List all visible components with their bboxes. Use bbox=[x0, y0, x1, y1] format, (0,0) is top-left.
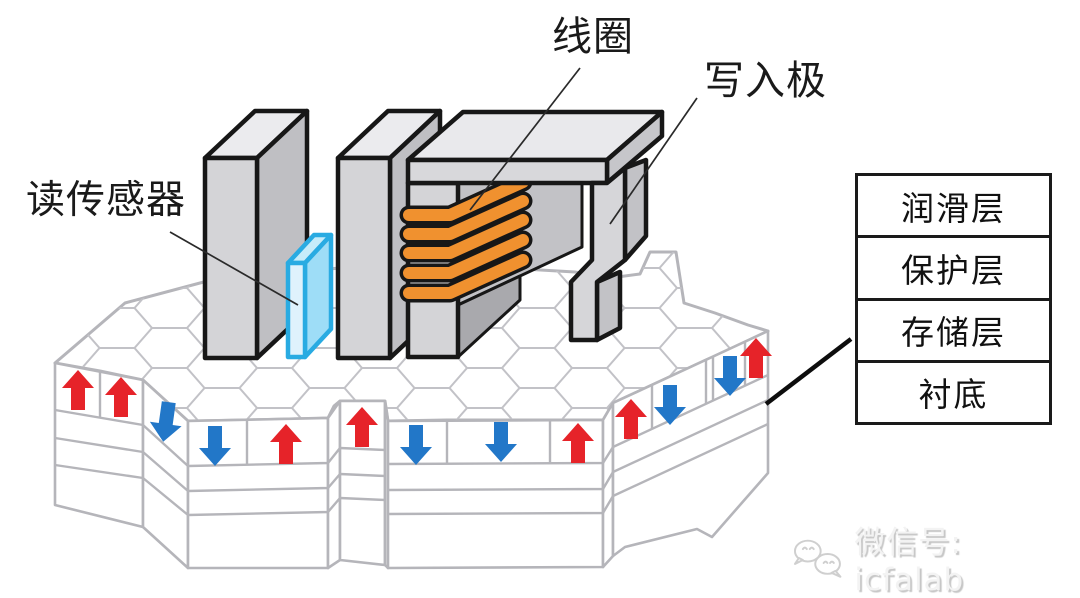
write-pole-front bbox=[568, 165, 628, 343]
arrows-layer bbox=[62, 338, 772, 466]
medium-layer-lines bbox=[54, 373, 769, 517]
write-pole-leg bbox=[568, 157, 649, 343]
watermark-text: 微信号: icfalab bbox=[854, 525, 965, 598]
coil bbox=[399, 172, 533, 303]
magnetization-arrow-up bbox=[740, 338, 772, 378]
label-write-pole: 写入极 bbox=[704, 58, 827, 104]
magnetization-arrow-down bbox=[654, 385, 686, 425]
magnetization-arrow-up bbox=[105, 377, 137, 417]
layer-row-protective: 保护层 bbox=[858, 235, 1049, 297]
magnetization-arrow-down bbox=[149, 401, 182, 442]
magnetization-arrow-down bbox=[199, 426, 231, 466]
medium-layers-connector-line bbox=[764, 337, 853, 406]
label-coil: 线圈 bbox=[552, 14, 634, 60]
magnetization-arrow-up bbox=[562, 423, 594, 463]
read-sensor bbox=[285, 232, 334, 360]
read-shield-left-front bbox=[202, 155, 260, 361]
read-sensor-front bbox=[285, 260, 308, 360]
layer-row-substrate: 衬底 bbox=[858, 359, 1049, 422]
coil-turn bbox=[403, 234, 529, 279]
magnetization-arrow-up bbox=[615, 399, 647, 439]
write-pole-label-line bbox=[609, 97, 698, 225]
read-sensor-label-line bbox=[169, 231, 299, 306]
magnetization-arrow-down bbox=[400, 425, 432, 465]
magnetization-arrow-up bbox=[62, 370, 94, 410]
write-bar-front bbox=[405, 157, 610, 186]
layer-row-storage: 存储层 bbox=[858, 297, 1049, 360]
watermark: 微信号: icfalab bbox=[791, 517, 1080, 598]
magnetization-arrow-down bbox=[714, 356, 746, 396]
annotation-lines bbox=[169, 67, 853, 406]
coil-turn bbox=[403, 195, 529, 240]
coil-turn bbox=[403, 176, 529, 221]
wechat-icon bbox=[793, 539, 842, 578]
magnetization-arrow-up bbox=[270, 424, 302, 464]
layer-row-lubricant: 润滑层 bbox=[901, 188, 1006, 228]
write-pole-side-tip bbox=[594, 269, 623, 343]
read-shield-right-front bbox=[335, 155, 393, 361]
coil-turn bbox=[403, 214, 529, 259]
medium-cell-dividers bbox=[98, 342, 747, 464]
coil-label-line bbox=[469, 67, 581, 211]
media-layers-table: 润滑层 保护层 存储层 衬底 bbox=[855, 173, 1052, 425]
coil-turn bbox=[403, 254, 529, 299]
magnetization-arrow-down bbox=[485, 422, 517, 462]
read-write-head bbox=[202, 108, 665, 361]
write-pole-bar bbox=[405, 109, 665, 186]
magnetization-arrow-up bbox=[346, 407, 378, 447]
label-read-sensor: 读传感器 bbox=[26, 178, 187, 223]
